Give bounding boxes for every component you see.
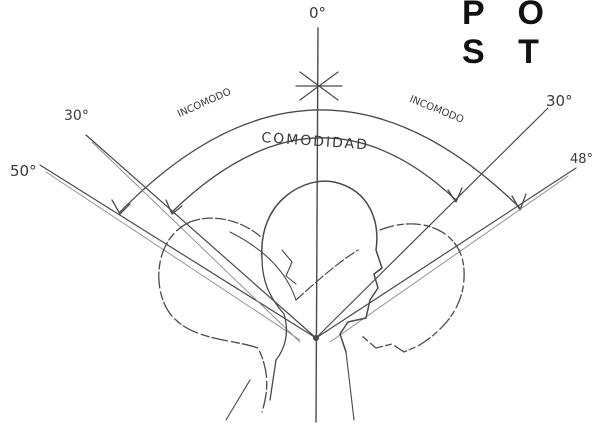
angle-label-left-30: 30°: [64, 108, 89, 124]
pivot-point: [313, 335, 319, 341]
angle-label-top: 0°: [309, 4, 326, 22]
angle-label-right-30: 30°: [546, 92, 573, 110]
angle-label-left-50: 50°: [10, 162, 37, 180]
top-star-marker: [296, 72, 342, 100]
angle-label-right-48: 48°: [570, 152, 593, 167]
left-head-outline: [159, 222, 267, 412]
